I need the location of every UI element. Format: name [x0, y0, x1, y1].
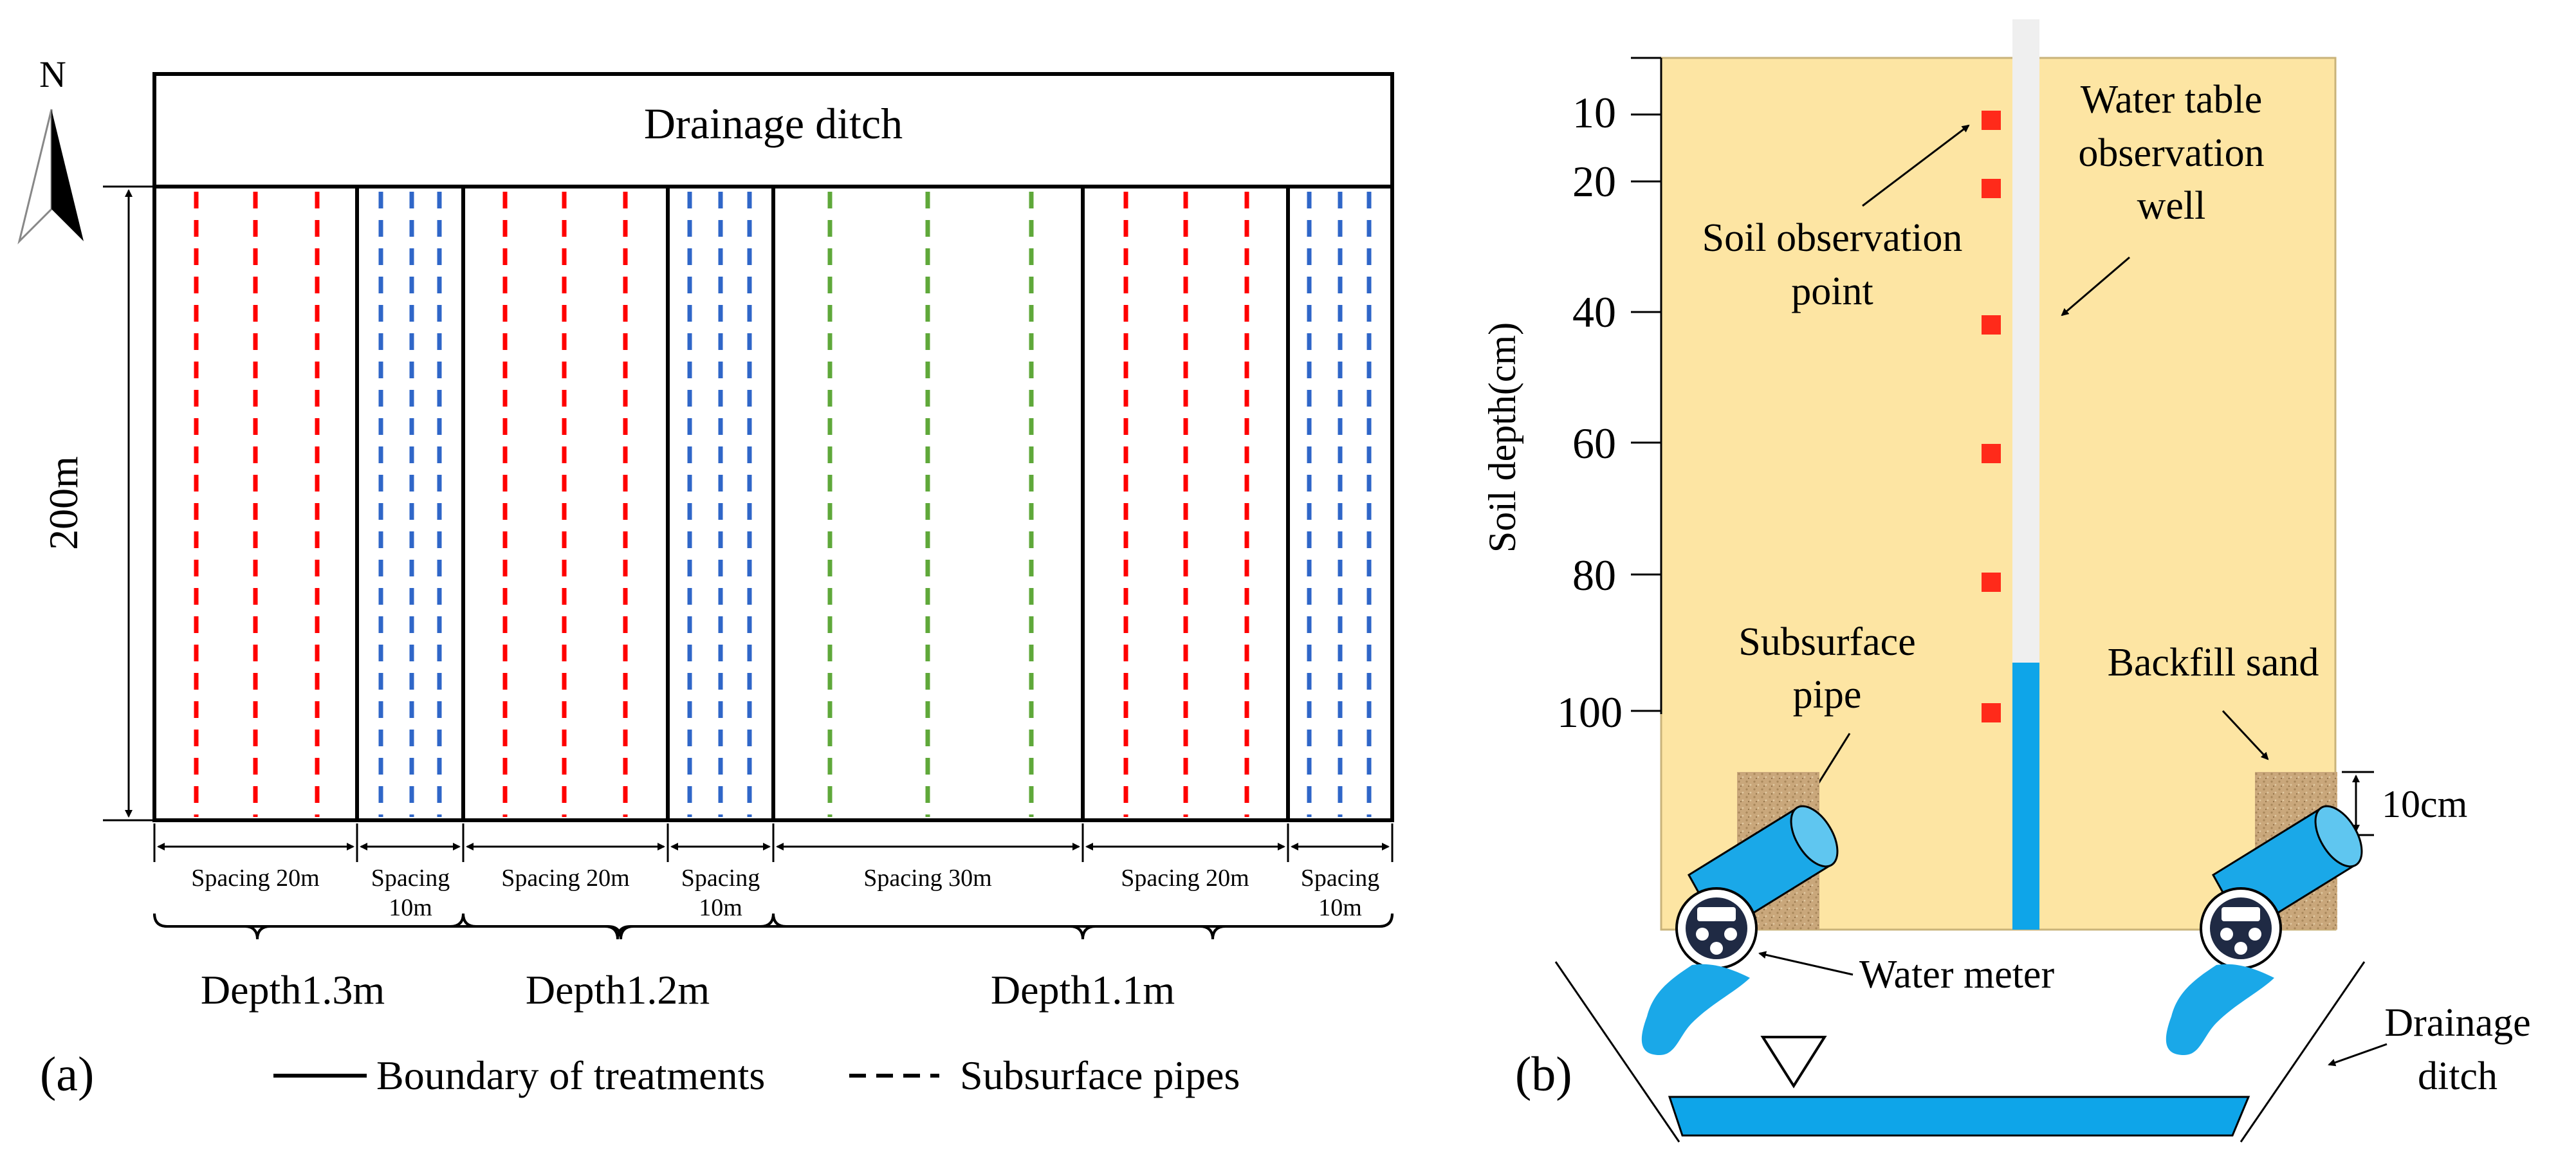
water-meter-icon — [2200, 887, 2282, 970]
depth-label: Depth1.2m — [526, 967, 710, 1013]
spacing-label: 10m — [699, 894, 742, 921]
ditch-label: ditch — [2418, 1054, 2498, 1098]
pipe-label: pipe — [1793, 673, 1862, 717]
observation-point — [1982, 573, 2001, 592]
drainage-ditch-label: Drainage ditch — [644, 99, 903, 148]
depth-tick-label: 40 — [1572, 288, 1616, 336]
soil-point-label: Soil observation — [1702, 216, 1963, 260]
depth-tick-label: 100 — [1557, 688, 1623, 737]
spacing-label: Spacing — [681, 865, 760, 892]
length-label: 200m — [41, 456, 86, 550]
observation-point — [1982, 444, 2001, 463]
drainage-ditch — [1554, 961, 2366, 1143]
panel-b: 10 20 40 60 80 100 Soil depth(cm) Soil o… — [1481, 19, 2531, 1143]
legend-pipes-label: Subsurface pipes — [960, 1052, 1240, 1098]
soil-point-pointer — [1862, 124, 1970, 207]
depth-label: Depth1.1m — [991, 967, 1175, 1013]
outflow-splash-right — [2166, 964, 2274, 1055]
outflow-splash-left — [1641, 964, 1750, 1055]
subsurface-pipes — [194, 192, 1372, 817]
sand-label: Backfill sand — [2108, 641, 2319, 685]
spacing-label: 10m — [389, 894, 432, 921]
depth-tick-label: 80 — [1572, 551, 1616, 600]
spacing-label: Spacing 20m — [191, 865, 319, 892]
observation-point — [1982, 179, 2001, 198]
drainage-ditch-box — [152, 72, 1394, 188]
water-level-triangle-icon — [1760, 1036, 1827, 1089]
pipes-plot-4 — [687, 192, 752, 817]
well-label: well — [2137, 184, 2206, 228]
pipes-plot-1 — [194, 192, 320, 817]
spacing-dimensions — [153, 823, 1394, 862]
panel-b-label: (b) — [1515, 1047, 1572, 1101]
depth-tick-label: 20 — [1572, 157, 1616, 206]
panel-a: N Drainage ditch — [17, 53, 1394, 1101]
spacing-label: Spacing — [1301, 865, 1379, 892]
water-meter-pointer — [1758, 951, 1854, 976]
soil-point-label: point — [1791, 270, 1873, 313]
legend-boundary-label: Boundary of treatments — [376, 1052, 765, 1098]
water-meter-label: Water meter — [1859, 953, 2054, 997]
water-meter-icon — [1675, 887, 1758, 970]
depth-tick-label: 10 — [1572, 88, 1616, 137]
depth-tick-labels: 10 20 40 60 80 100 — [1557, 88, 1623, 737]
well-label: Water table — [2081, 78, 2262, 122]
depth-axis-label: Soil depth(cm) — [1481, 322, 1523, 553]
pipes-plot-6 — [1123, 192, 1249, 817]
spacing-label: Spacing 30m — [863, 865, 991, 892]
pipes-plot-2 — [378, 192, 442, 817]
pipes-plot-5 — [827, 192, 1034, 817]
well-pointer — [2061, 256, 2130, 317]
sand-thickness-label: 10cm — [2382, 783, 2467, 825]
north-arrow-icon — [17, 109, 84, 244]
ditch-label: Drainage — [2384, 1001, 2530, 1045]
spacing-label: 10m — [1318, 894, 1362, 921]
ditch-water — [1668, 1096, 2250, 1137]
depth-tick-label: 60 — [1572, 419, 1616, 468]
soil-observation-points — [1982, 111, 2001, 722]
spacing-label: Spacing 20m — [501, 865, 629, 892]
observation-point — [1982, 111, 2001, 130]
observation-point — [1982, 315, 2001, 335]
plot-boundaries — [355, 187, 1290, 820]
pipes-plot-7 — [1307, 192, 1372, 817]
ditch-pointer — [2328, 1043, 2387, 1067]
spacing-labels: Spacing 20m Spacing 10m Spacing 20m Spac… — [191, 865, 1379, 921]
sand-pointer — [2222, 710, 2269, 760]
well-label: observation — [2078, 131, 2264, 175]
length-dimension — [103, 185, 154, 822]
observation-point — [1982, 703, 2001, 722]
depth-brackets — [153, 913, 1394, 940]
depth-label: Depth1.3m — [201, 967, 385, 1013]
pipes-plot-3 — [502, 192, 628, 817]
pipe-label: Subsurface — [1738, 620, 1915, 664]
spacing-label: Spacing — [371, 865, 450, 892]
spacing-label: Spacing 20m — [1121, 865, 1249, 892]
well-water-column — [2012, 663, 2039, 930]
depth-axis — [1631, 57, 1662, 714]
north-label: N — [39, 53, 66, 95]
panel-a-label: (a) — [40, 1047, 94, 1101]
